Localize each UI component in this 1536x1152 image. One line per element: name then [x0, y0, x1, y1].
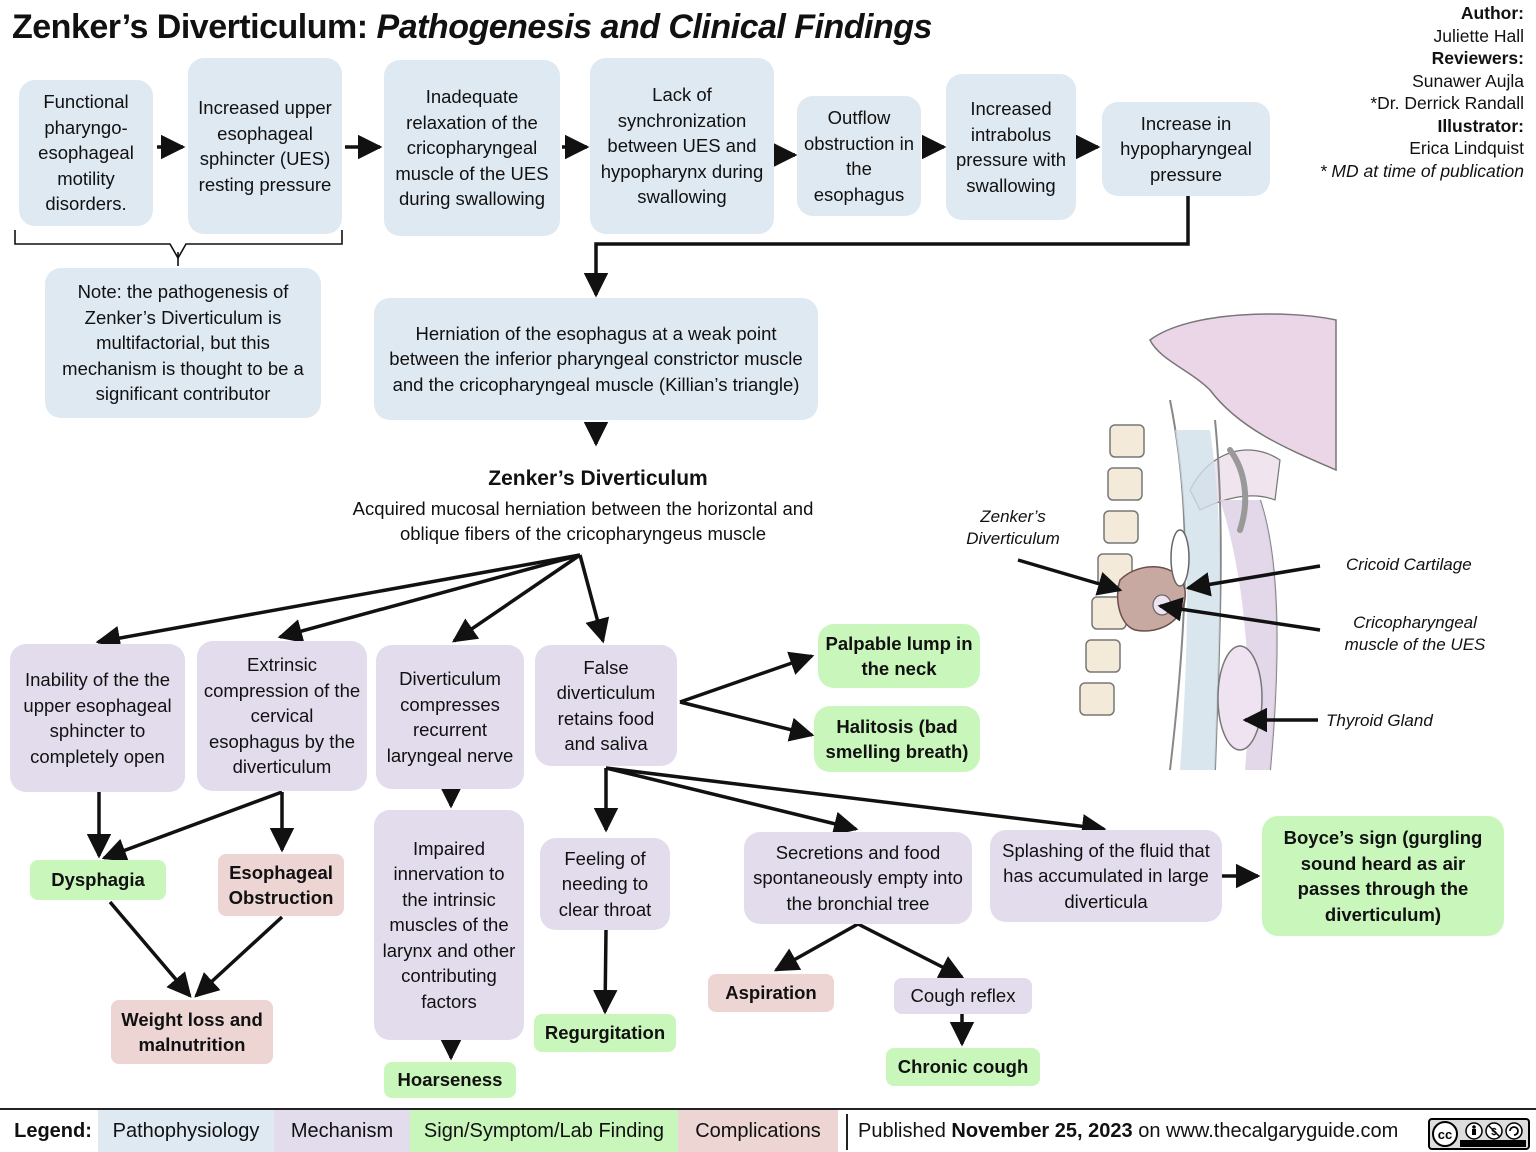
node-inadequate-relaxation: Inadequate relaxation of the cricopharyn… — [384, 60, 560, 236]
node-herniation: Herniation of the esophagus at a weak po… — [374, 298, 818, 420]
zenkers-diverticulum-heading: Zenker’s Diverticulum — [488, 467, 708, 490]
node-halitosis: Halitosis (bad smelling breath) — [814, 706, 980, 772]
node-hoarseness: Hoarseness — [384, 1062, 516, 1098]
illustrator-name: Erica Lindquist — [1409, 138, 1524, 158]
node-feeling-clear-throat: Feeling of needing to clear throat — [540, 838, 670, 930]
illustration-label-thyroid: Thyroid Gland — [1326, 711, 1433, 730]
node-splashing-fluid: Splashing of the fluid that has accumula… — [990, 830, 1222, 922]
legend-pathophysiology: Pathophysiology — [98, 1110, 274, 1152]
reviewer-name: Sunawer Aujla — [1412, 70, 1524, 91]
reviewer-name: *Dr. Derrick Randall — [1370, 93, 1524, 113]
reviewers-label: Reviewers: — [1431, 48, 1524, 68]
node-functional-motility-disorders: Functional pharyngo-esophageal motility … — [19, 80, 153, 226]
node-extrinsic-compression: Extrinsic compression of the cervical es… — [197, 641, 367, 791]
page-title: Zenker’s Diverticulum: Pathogenesis and … — [12, 8, 932, 46]
node-aspiration: Aspiration — [708, 974, 834, 1012]
node-lack-of-synchronization: Lack of synchronization between UES and … — [590, 58, 774, 234]
node-increased-intrabolus-pressure: Increased intrabolus pressure with swall… — [946, 74, 1076, 220]
illustration-label-cricoid: Cricoid Cartilage — [1346, 555, 1472, 574]
node-palpable-lump: Palpable lump in the neck — [818, 624, 980, 688]
node-secretions-bronchial-tree: Secretions and food spontaneously empty … — [744, 832, 972, 924]
credits-note: * MD at time of publication — [1319, 160, 1524, 181]
license-badge: cc $ — [1428, 1118, 1530, 1150]
node-increased-ues-pressure: Increased upper esophageal sphincter (UE… — [188, 58, 342, 234]
node-boyce-sign: Boyce’s sign (gurgling sound heard as ai… — [1262, 816, 1504, 936]
legend-complications: Complications — [678, 1110, 838, 1152]
published-info: Published November 25, 2023 on www.theca… — [858, 1119, 1399, 1142]
node-weight-loss: Weight loss and malnutrition — [111, 1000, 273, 1064]
node-cough-reflex: Cough reflex — [894, 978, 1032, 1014]
node-false-diverticulum: False diverticulum retains food and sali… — [535, 645, 677, 766]
node-chronic-cough: Chronic cough — [886, 1048, 1040, 1086]
node-esophageal-obstruction: Esophageal Obstruction — [218, 854, 344, 916]
illustrator-label: Illustrator: — [1437, 115, 1524, 136]
node-regurgitation: Regurgitation — [534, 1014, 676, 1052]
node-impaired-innervation: Impaired innervation to the intrinsic mu… — [374, 810, 524, 1040]
node-outflow-obstruction: Outflow obstruction in the esophagus — [797, 96, 921, 216]
legend-sign-symptom: Sign/Symptom/Lab Finding — [410, 1110, 678, 1152]
creative-commons-icon: cc $ — [1432, 1121, 1526, 1147]
neck-anatomy-illustration — [1079, 313, 1337, 771]
node-inability-ues-open: Inability of the the upper esophageal sp… — [10, 644, 185, 792]
legend-divider — [846, 1114, 848, 1150]
node-hypopharyngeal-pressure: Increase in hypopharyngeal pressure — [1102, 102, 1270, 196]
zenkers-diverticulum-definition: Acquired mucosal herniation between the … — [352, 498, 814, 544]
credits: Author: Juliette Hall Reviewers: Sunawer… — [1244, 2, 1524, 182]
illustration-label-zenkers: Zenker’s Diverticulum — [966, 507, 1060, 548]
node-compresses-rln: Diverticulum compresses recurrent laryng… — [376, 645, 524, 789]
note-box: Note: the pathogenesis of Zenker’s Diver… — [45, 268, 321, 418]
author-label: Author: — [1460, 3, 1524, 23]
illustration-label-cricopharyngeal: Cricopharyngeal muscle of the UES — [1344, 613, 1486, 654]
node-dysphagia: Dysphagia — [30, 860, 166, 900]
svg-text:$: $ — [1491, 1127, 1497, 1138]
legend-label: Legend: — [14, 1119, 92, 1142]
legend-bar: Legend: Pathophysiology Mechanism Sign/S… — [0, 1108, 1536, 1152]
legend-mechanism: Mechanism — [274, 1110, 410, 1152]
svg-text:cc: cc — [1438, 1127, 1452, 1142]
author-name: Juliette Hall — [1433, 25, 1524, 46]
